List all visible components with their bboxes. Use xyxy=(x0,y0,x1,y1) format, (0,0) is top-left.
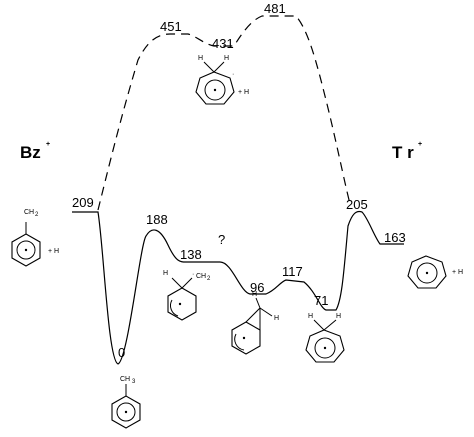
svg-text:H: H xyxy=(198,55,203,62)
svg-text:2: 2 xyxy=(207,276,211,282)
toluene-cation-structure: CH 3 xyxy=(111,376,141,429)
svg-text:CH: CH xyxy=(120,376,130,383)
energy-431: 431 xyxy=(212,36,234,51)
energy-188: 188 xyxy=(146,212,168,227)
svg-text:CH: CH xyxy=(196,273,206,280)
svg-text:H: H xyxy=(336,313,341,320)
energy-71: 71 xyxy=(314,293,328,308)
svg-text:+ H: + H xyxy=(238,89,249,96)
bz-label: Bz xyxy=(20,143,41,162)
svg-text:H: H xyxy=(252,291,257,298)
svg-text:·: · xyxy=(232,71,234,78)
svg-text:3: 3 xyxy=(132,379,136,385)
energy-205: 205 xyxy=(346,197,368,212)
tr-charge: + xyxy=(418,141,422,148)
svg-text:2: 2 xyxy=(35,212,39,218)
energy-163: 163 xyxy=(384,230,406,245)
svg-text:H: H xyxy=(308,313,313,320)
energy-96: 96 xyxy=(250,280,264,295)
energy-451: 451 xyxy=(160,19,182,34)
svg-text:H: H xyxy=(163,270,168,277)
svg-text:H: H xyxy=(274,315,279,322)
norcaradiene-structure: H H xyxy=(231,291,279,355)
tr-label: T r xyxy=(392,143,414,162)
bz-plus-label: Bz + xyxy=(20,141,50,162)
energy-138: 138 xyxy=(180,247,202,262)
cycloheptatrienyl-structure: H H xyxy=(305,313,345,363)
energy-0: 0 xyxy=(118,345,125,360)
svg-text:CH: CH xyxy=(24,209,34,216)
upper-pathway-curve xyxy=(97,15,351,211)
question-mark: ? xyxy=(218,232,225,247)
tropylium-cation-structure: + H xyxy=(407,255,463,289)
lower-pathway-curve xyxy=(72,210,404,365)
bz-charge: + xyxy=(46,141,50,148)
benzyl-cation-structure: CH 2 + H xyxy=(11,209,59,267)
tr-plus-label: T r + xyxy=(392,141,422,162)
energy-481: 481 xyxy=(264,1,286,16)
energy-209: 209 xyxy=(72,195,94,210)
svg-text:+ H: + H xyxy=(452,269,463,276)
svg-text:H: H xyxy=(224,55,229,62)
svg-text:·: · xyxy=(192,271,194,278)
energy-117: 117 xyxy=(282,264,303,279)
svg-text:+ H: + H xyxy=(48,248,59,255)
ipso-intermediate-structure: H · CH 2 xyxy=(163,270,211,321)
upper-path-structure: H H · + H xyxy=(195,55,249,105)
